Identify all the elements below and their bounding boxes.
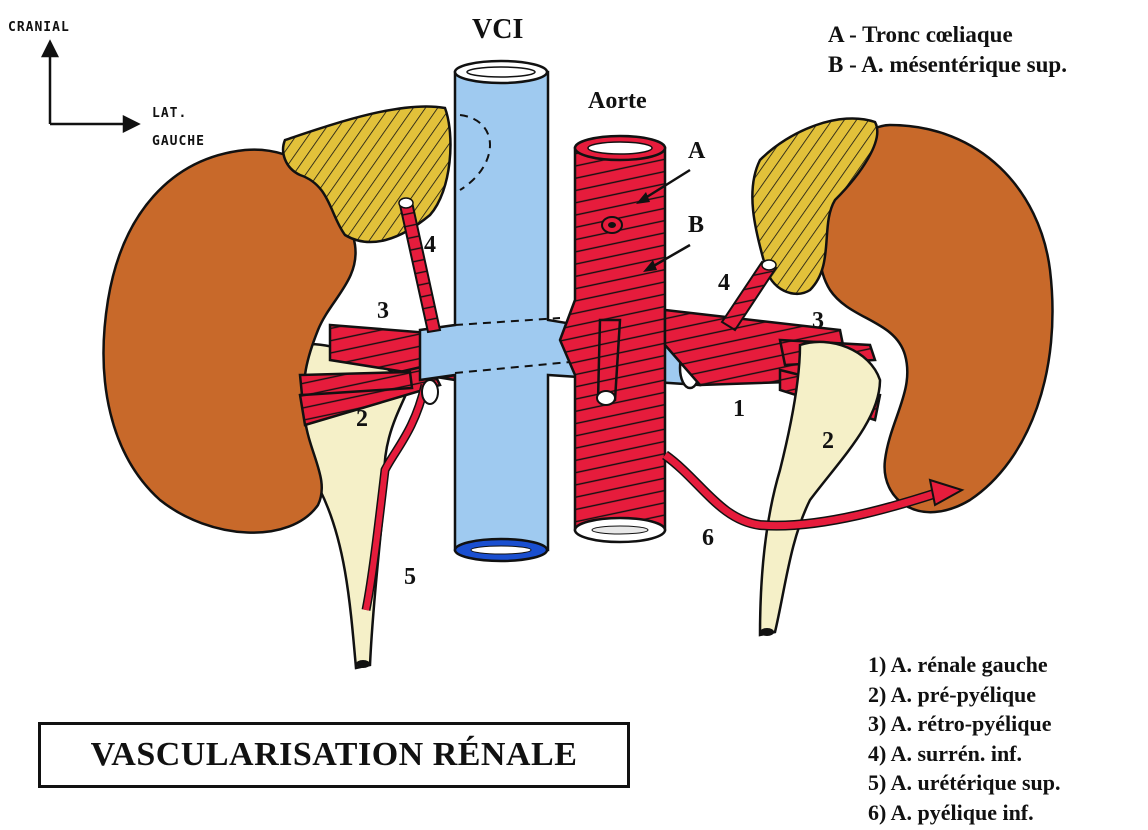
legend-bottom-item: 4) A. surrén. inf. bbox=[868, 739, 1061, 769]
number-3-right: 3 bbox=[812, 308, 824, 334]
legend-bottom: 1) A. rénale gauche 2) A. pré-pyélique 3… bbox=[868, 650, 1061, 827]
ureter-right bbox=[760, 342, 880, 636]
number-2-right: 2 bbox=[822, 428, 834, 454]
kidney-left bbox=[104, 150, 356, 533]
legend-bottom-item: 5) A. urétérique sup. bbox=[868, 768, 1061, 798]
number-3-left: 3 bbox=[377, 298, 389, 324]
label-B: B bbox=[688, 212, 704, 238]
number-1: 1 bbox=[733, 396, 745, 422]
diagram-title: VASCULARISATION RÉNALE bbox=[38, 722, 630, 788]
vci-label: VCI bbox=[472, 14, 523, 45]
number-4-right: 4 bbox=[718, 270, 730, 296]
legend-top-item: B - A. mésentérique sup. bbox=[828, 50, 1067, 80]
orientation-arrows bbox=[43, 42, 138, 131]
legend-bottom-item: 3) A. rétro-pyélique bbox=[868, 709, 1061, 739]
kidney-right bbox=[819, 125, 1052, 512]
number-6: 6 bbox=[702, 525, 714, 551]
number-5: 5 bbox=[404, 564, 416, 590]
legend-bottom-item: 6) A. pyélique inf. bbox=[868, 798, 1061, 828]
legend-bottom-item: 2) A. pré-pyélique bbox=[868, 680, 1061, 710]
aorte-label: Aorte bbox=[588, 88, 647, 114]
legend-bottom-item: 1) A. rénale gauche bbox=[868, 650, 1061, 680]
legend-top: A - Tronc cœliaque B - A. mésentérique s… bbox=[828, 20, 1067, 80]
legend-top-item: A - Tronc cœliaque bbox=[828, 20, 1067, 50]
number-4-left: 4 bbox=[424, 232, 436, 258]
label-A: A bbox=[688, 138, 706, 164]
number-2-left: 2 bbox=[356, 406, 368, 432]
